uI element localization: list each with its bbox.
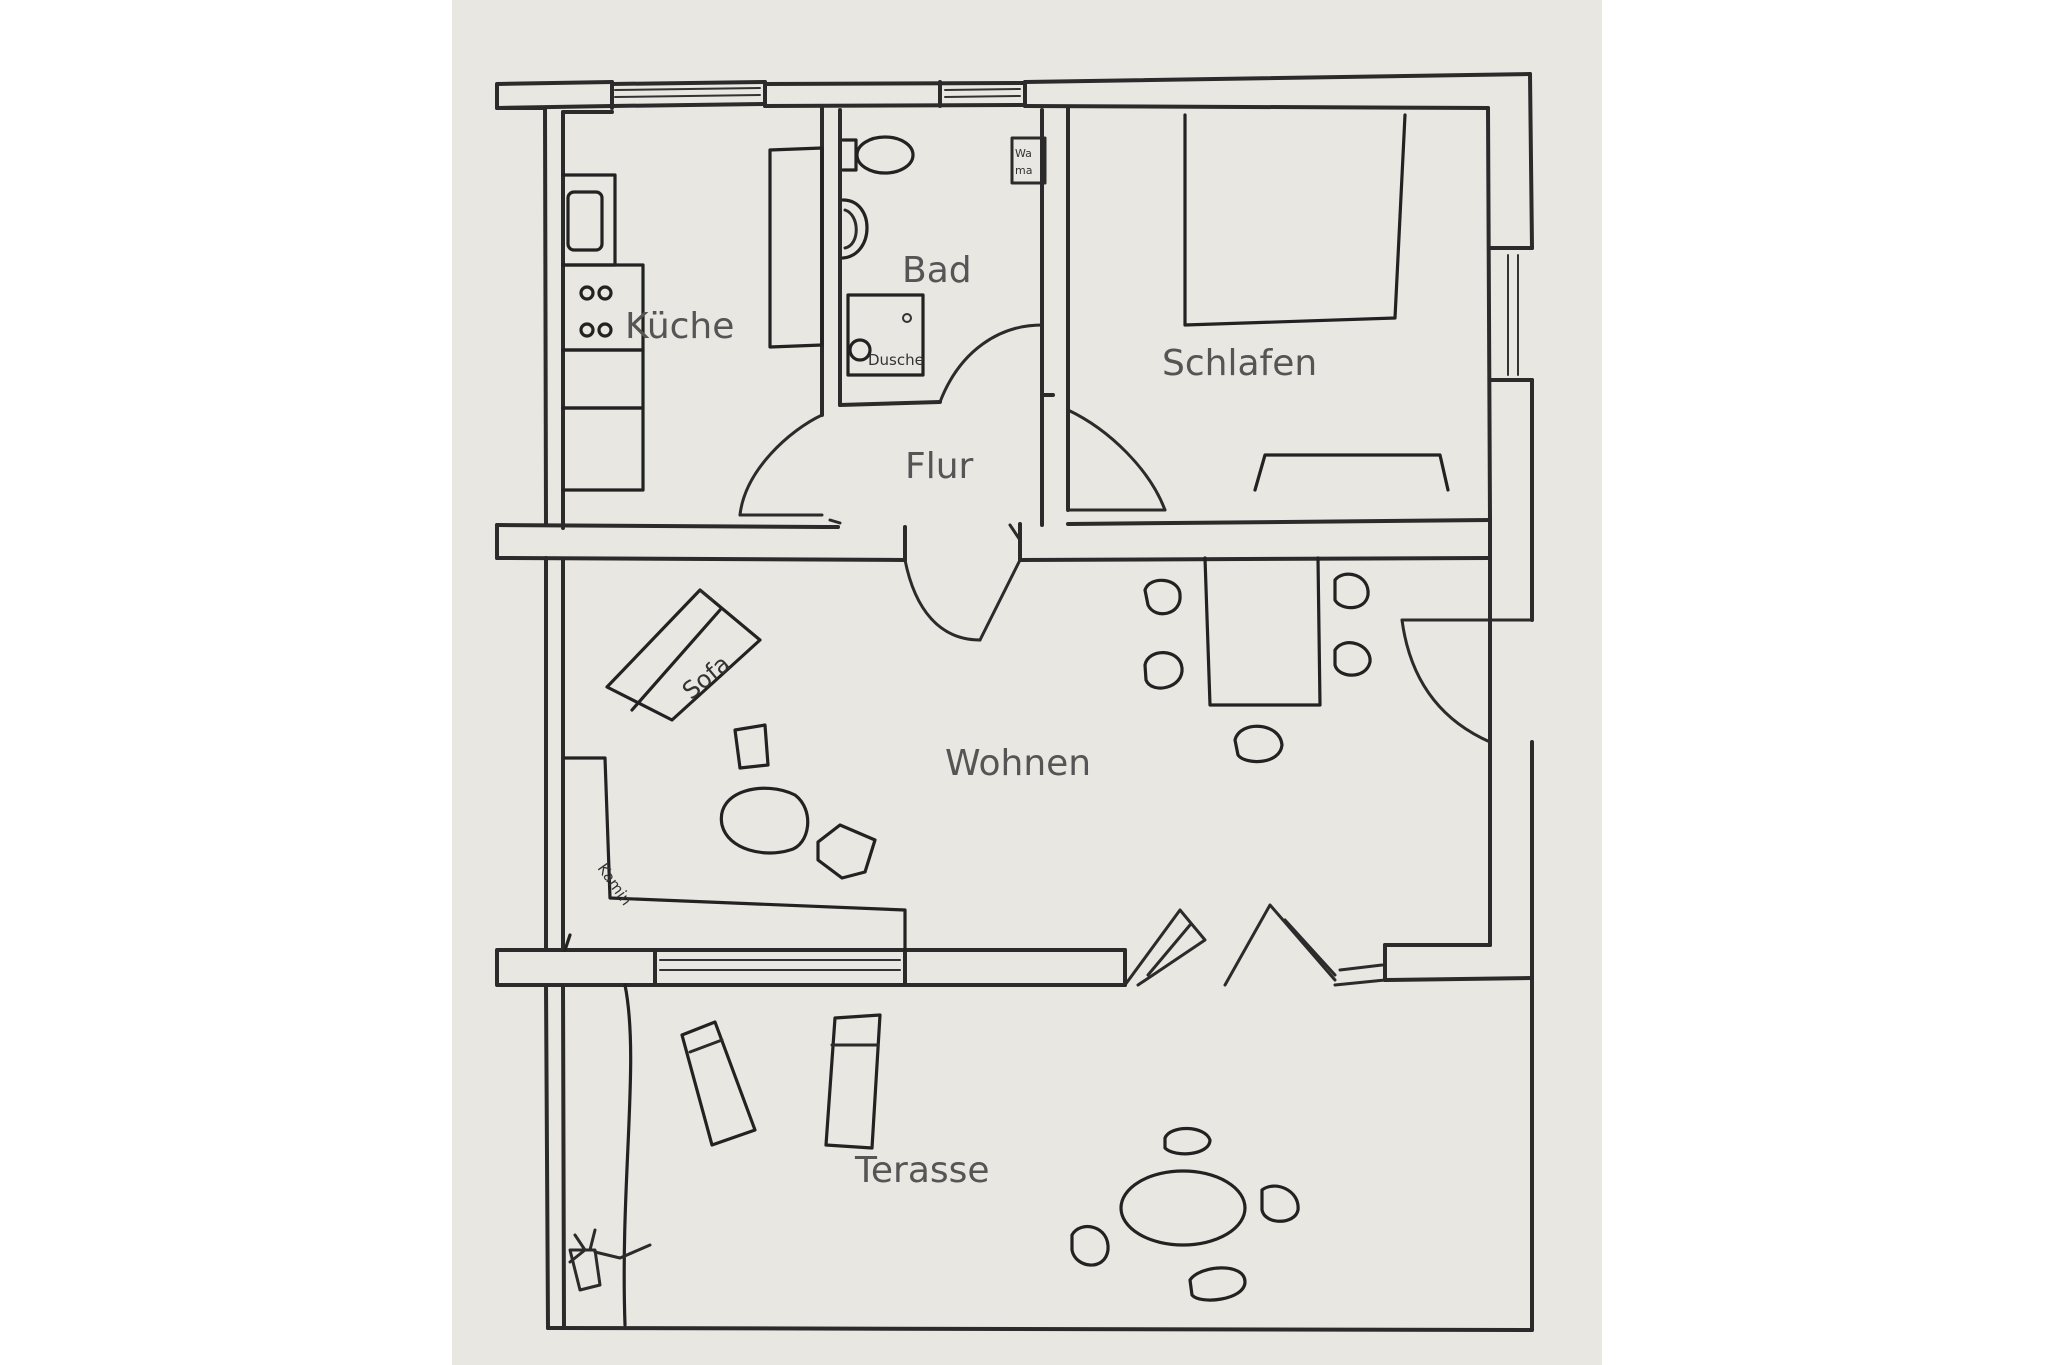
label-kamin: Kamin xyxy=(594,860,636,909)
label-terasse: Terasse xyxy=(854,1150,990,1191)
label-schlafen: Schlafen xyxy=(1162,343,1317,384)
label-bad: Bad xyxy=(902,250,972,291)
label-wm-bottom: ma xyxy=(1015,164,1032,177)
paper-sheet xyxy=(452,0,1602,1365)
interior-walls xyxy=(495,106,1534,987)
label-dusche: Dusche xyxy=(868,351,924,369)
outer-walls xyxy=(495,72,1534,1332)
living-furniture xyxy=(563,556,1372,952)
label-sofa: Sofa xyxy=(677,650,736,706)
doors xyxy=(738,323,1534,987)
label-wm-top: Wa xyxy=(1015,147,1032,160)
kitchen-furniture xyxy=(561,146,824,492)
bedroom-furniture xyxy=(1183,113,1450,492)
room-labels: Küche Bad Schlafen Flur Wohnen Terasse xyxy=(625,250,1317,1191)
terrace-furniture xyxy=(568,983,1300,1327)
bath-furniture xyxy=(841,135,1047,377)
label-flur: Flur xyxy=(905,446,974,487)
label-wohnen: Wohnen xyxy=(945,743,1091,784)
label-kueche: Küche xyxy=(625,306,734,347)
